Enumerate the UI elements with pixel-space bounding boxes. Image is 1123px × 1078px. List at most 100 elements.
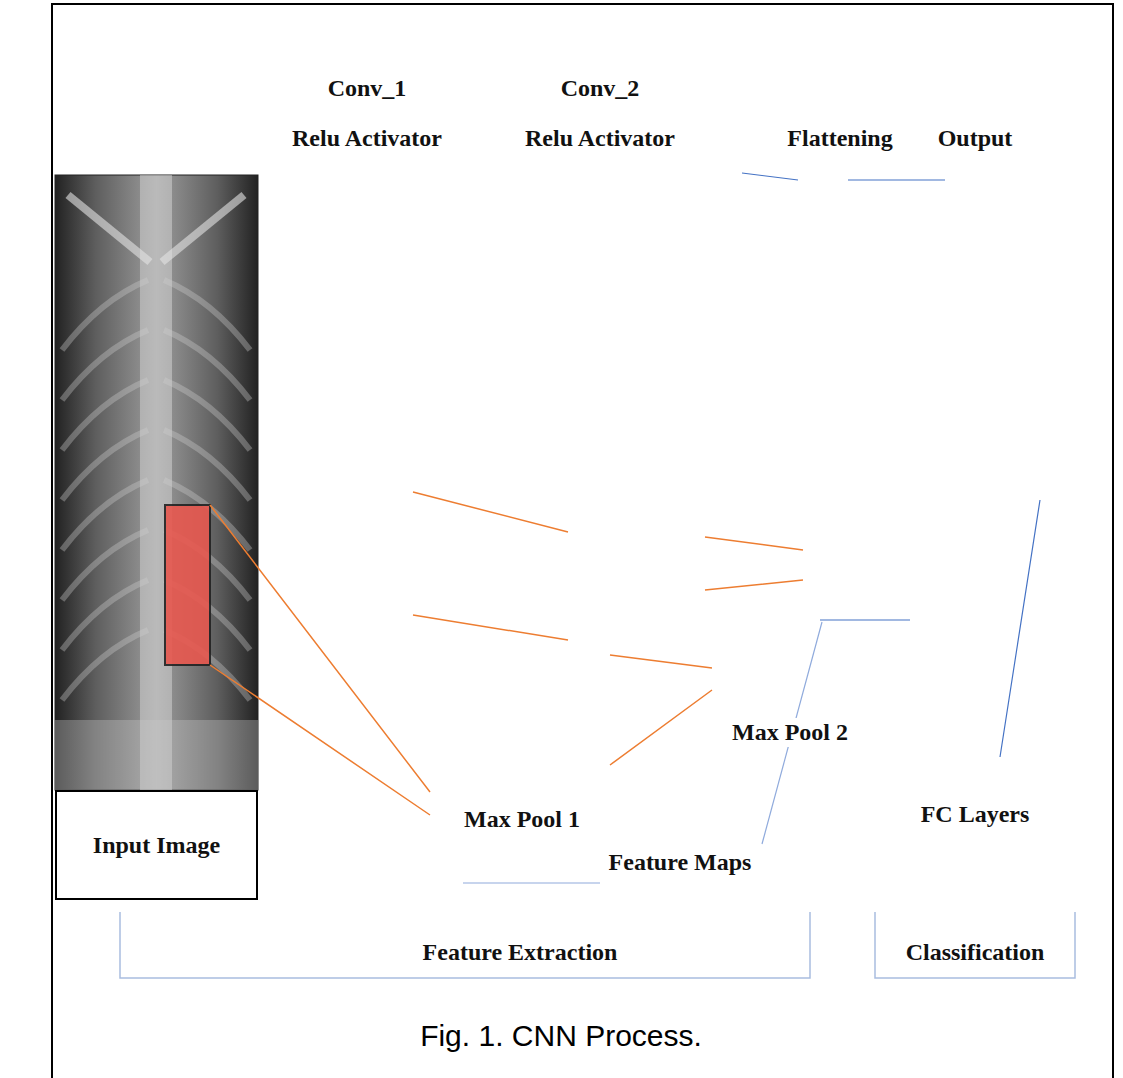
flatten-layer: Flattening [798, 180, 1000, 757]
image-caption-box: Input Image [55, 790, 258, 900]
connector [742, 173, 910, 620]
feature-map-layer [753, 234, 783, 564]
conv-layer-stack: Conv_1Relu Activator [292, 173, 463, 885]
dense-layer-shape [945, 180, 1078, 500]
feature-map-layer [468, 173, 525, 628]
feature-map-layer [609, 194, 653, 554]
feature-map-layer [768, 257, 798, 587]
feature-map-layer [365, 425, 463, 885]
section-label: Classification [904, 938, 1047, 967]
pool-layer-stack: Max Pool 1 [468, 173, 620, 900]
receptive-field [430, 792, 440, 815]
feature-map-layer [745, 223, 775, 553]
receptive-field [712, 668, 720, 690]
section-bracket [120, 912, 810, 978]
layer-title: Conv_2 [559, 74, 642, 103]
figure-caption: Fig. 1. CNN Process. [418, 1018, 704, 1054]
layer-subtitle: Relu Activator [290, 124, 444, 153]
feature-map-layer [667, 299, 704, 659]
layer-stack-shape [712, 173, 820, 620]
feature-map-layer [656, 278, 694, 638]
feature-map-layer [544, 391, 601, 846]
feature-map-layer [519, 318, 576, 773]
feature-map-layer [775, 268, 805, 598]
feature-map-layer [525, 336, 582, 791]
feature-map-layer [334, 317, 432, 777]
feature-map-layer [323, 281, 421, 741]
feature-map-layer [632, 236, 673, 596]
leader-line [463, 882, 600, 883]
feature-map-layer [719, 184, 749, 514]
receptive-field [690, 537, 705, 590]
pool-layer-stack: Max Pool 2 [712, 173, 820, 620]
feature-map-layer [506, 282, 563, 737]
feature-map-layer [550, 409, 607, 864]
conv-layer-stack: Conv_2Relu Activator [597, 173, 720, 690]
feature-map-layer [638, 246, 678, 606]
feature-map-layer [644, 257, 684, 617]
feature-map-layer [734, 206, 764, 536]
feature-map-layer [302, 209, 400, 669]
feature-map-layer [603, 183, 647, 543]
feature-map-layer [615, 204, 658, 564]
input-image: Input Image [55, 175, 258, 900]
feature-map-layer [723, 190, 753, 520]
feature-map-layer [731, 201, 761, 531]
section-label: FC Layers [919, 800, 1032, 829]
connector [210, 505, 430, 815]
feature-map-layer [673, 309, 709, 669]
feature-map-layer [742, 218, 772, 548]
feature-map-layer [685, 330, 720, 690]
feature-map-layer [760, 245, 790, 575]
layer-stack-shape [597, 173, 720, 690]
feature-map-layer [716, 179, 746, 509]
feature-map-layer [749, 229, 779, 559]
feature-map-layer [344, 353, 442, 813]
receptive-field [803, 550, 812, 580]
receptive-field [568, 532, 595, 640]
layer-title: Flattening [785, 124, 894, 153]
feature-map-layer [738, 212, 768, 542]
annotation-label: Feature Maps [607, 848, 754, 877]
feature-map-layer [620, 215, 662, 575]
layer-subtitle: Relu Activator [523, 124, 677, 153]
connector [705, 537, 803, 590]
dense-layer-shape [798, 180, 1000, 757]
feature-map-layer [626, 225, 668, 585]
feature-map-layer [727, 195, 757, 525]
feature-map-layer [538, 372, 595, 827]
feature-map-layer [757, 240, 787, 570]
feature-map-layer [764, 251, 794, 581]
feature-map-layer [474, 191, 531, 646]
xray-image [55, 175, 258, 790]
feature-map-layer [292, 173, 390, 633]
layer-title: Max Pool 1 [462, 805, 582, 834]
feature-map-layer [783, 279, 813, 609]
receptive-field [583, 655, 610, 765]
feature-map-layer [679, 320, 715, 680]
feature-map-layer [650, 267, 689, 627]
layer-outline [798, 180, 1000, 757]
feature-map-layer [790, 290, 820, 620]
feature-map-layer [487, 227, 544, 682]
receptive-field [378, 492, 413, 615]
figure-frame [52, 4, 1113, 1078]
feature-map-layer [786, 284, 816, 614]
layer-title: Max Pool 2 [730, 718, 850, 747]
feature-map-layer [512, 300, 569, 755]
feature-map-layer [597, 173, 642, 533]
layer-outline [945, 180, 1078, 500]
feature-map-layer [771, 262, 801, 592]
feature-map-layer [313, 245, 411, 705]
layer-stack-shape [292, 173, 463, 885]
feature-map-layer [493, 246, 550, 701]
feature-map-layer [662, 288, 700, 648]
output-layer: Output [945, 180, 1078, 500]
layer-stack-shape [468, 173, 620, 900]
feature-map-layer [531, 354, 588, 809]
layer-title: Conv_1 [326, 74, 409, 103]
feature-map-layer [712, 173, 742, 503]
feature-map-layer [500, 264, 557, 719]
